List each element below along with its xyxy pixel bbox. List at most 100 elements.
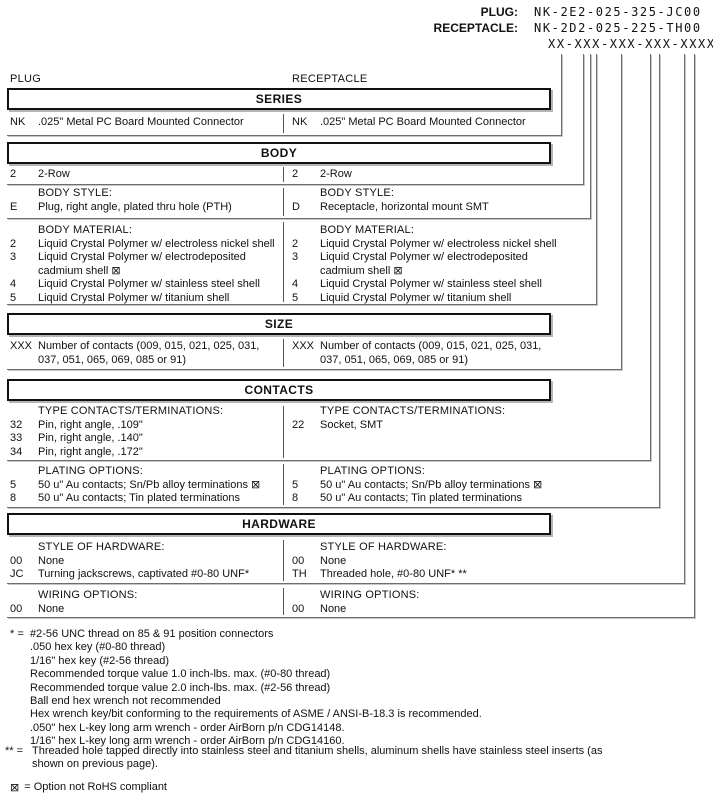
column-divider [283,339,284,367]
part-number-mask: XX-XXX-XXX-XXX-XXXX [548,37,713,51]
option-row: 22 Socket, SMT [292,419,574,433]
option-row: 5 50 u" Au contacts; Sn/Pb alloy termina… [292,479,574,493]
option-desc: Turning jackscrews, captivated #0-80 UNF… [38,568,250,580]
option-row: NK .025" Metal PC Board Mounted Connecto… [292,116,574,130]
connector-line-size [621,54,622,369]
footnote-line: Recommended torque value 1.0 inch-lbs. m… [30,668,331,681]
option-row: 00 None [10,555,284,569]
box-bottom-series [7,135,562,136]
option-code: XXX [10,340,33,352]
option-code: 3 [10,251,17,263]
option-desc: 50 u" Au contacts; Tin plated terminatio… [38,492,241,504]
plug-column-label: PLUG [10,73,42,85]
column-divider [283,167,284,182]
footnote-line: .050" hex L-key long arm wrench - order … [30,721,345,734]
option-desc: None [320,554,347,567]
option-desc-line2: 037, 051, 065, 069, 085 or 91) [38,353,187,366]
box-bottom-body-rows [7,184,584,185]
option-desc-line2: 037, 051, 065, 069, 085 or 91) [320,353,469,366]
option-code: 34 [10,445,23,458]
column-divider [283,464,284,505]
option-row: 5 Liquid Crystal Polymer w/ titanium she… [292,292,574,306]
option-row: 2 2-Row [292,168,574,182]
not-rohs-compliant-icon: ⊠ [10,781,20,794]
option-code: 32 [10,418,23,431]
box-bottom-size [7,369,622,370]
option-row: 3 Liquid Crystal Polymer w/ electrodepos… [10,251,284,278]
option-desc: 2-Row [38,168,70,180]
option-desc: Liquid Crystal Polymer w/ electroless ni… [38,237,275,250]
option-desc-line1: Liquid Crystal Polymer w/ electrodeposit… [320,251,528,263]
option-desc: Pin, right angle, .140" [38,432,143,444]
option-desc: .025" Metal PC Board Mounted Connector [320,116,526,128]
connector-line-contacts-type [650,54,651,460]
option-row: XXX Number of contacts (009, 015, 021, 0… [10,340,284,367]
option-desc: Liquid Crystal Polymer w/ stainless stee… [320,278,542,290]
receptacle-column: BODY MATERIAL: 2 Liquid Crystal Polymer … [285,224,574,305]
option-code: 3 [292,251,299,263]
plug-part-number-label: PLUG: [480,5,518,19]
subsection-header: WIRING OPTIONS: [38,589,138,601]
option-row: 00 None [292,555,574,569]
option-desc: Plug, right angle, plated thru hole (PTH… [38,200,232,213]
option-desc: Pin, right angle, .172" [38,445,143,458]
plug-column: WIRING OPTIONS: 00 None [7,589,284,616]
option-row: D Receptacle, horizontal mount SMT [292,201,574,215]
option-desc: 50 u" Au contacts; Tin plated terminatio… [320,492,523,504]
option-row: JC Turning jackscrews, captivated #0-80 … [10,568,284,582]
option-code: E [10,200,18,213]
subsection-header: BODY STYLE: [38,187,113,199]
box-bottom-hardware-style [7,583,685,584]
footnote-line: 1/16" hex key (#2-56 thread) [30,654,170,667]
plug-column: 2 2-Row [7,168,284,182]
option-row: 32 Pin, right angle, .109" [10,419,284,433]
subsection-header: TYPE CONTACTS/TERMINATIONS: [320,405,506,417]
subsection-header: TYPE CONTACTS/TERMINATIONS: [38,405,224,417]
receptacle-column: STYLE OF HARDWARE: 00 None TH Threaded h… [285,541,574,582]
box-bottom-contacts-type [7,460,651,461]
column-divider [283,222,284,302]
option-desc: Liquid Crystal Polymer w/ titanium shell [38,291,230,304]
option-desc: None [320,602,347,615]
column-divider [283,588,284,615]
plug-column: STYLE OF HARDWARE: 00 None JC Turning ja… [7,541,284,582]
option-row: NK .025" Metal PC Board Mounted Connecto… [10,116,284,130]
option-row: 8 50 u" Au contacts; Tin plated terminat… [10,492,284,506]
box-bottom-wiring [7,617,695,618]
option-code: NK [292,116,308,128]
option-desc: 2-Row [320,168,352,180]
option-code: 2 [292,237,299,250]
option-code: TH [292,568,307,580]
plug-column: NK .025" Metal PC Board Mounted Connecto… [7,116,284,130]
option-desc-line1: Liquid Crystal Polymer w/ electrodeposit… [38,251,246,263]
option-desc: 50 u" Au contacts; Sn/Pb alloy terminati… [320,478,543,491]
option-row: 2 Liquid Crystal Polymer w/ electroless … [10,238,284,252]
section-header-size: SIZE [7,313,551,335]
option-row: 00 None [292,603,574,617]
option-desc: Number of contacts (009, 015, 021, 025, … [38,340,284,367]
column-divider [283,540,284,581]
option-code: 2 [10,168,17,180]
column-divider [283,188,284,216]
footnote-line: ** = Threaded hole tapped directly into … [5,745,617,772]
option-code: 2 [292,168,299,180]
option-row: 5 50 u" Au contacts; Sn/Pb alloy termina… [10,479,284,493]
footnote-text: = Option not RoHS compliant [24,781,167,793]
option-code: 4 [292,278,299,290]
option-row: 34 Pin, right angle, .172" [10,446,284,460]
option-code: 5 [292,291,299,304]
footnote-text: Threaded hole tapped directly into stain… [32,745,603,771]
connector-line-series [561,54,562,135]
receptacle-column: TYPE CONTACTS/TERMINATIONS: 22 Socket, S… [285,405,574,432]
option-row: 5 Liquid Crystal Polymer w/ titanium she… [10,292,284,306]
column-divider [283,114,284,133]
plug-column: BODY MATERIAL: 2 Liquid Crystal Polymer … [7,224,284,305]
plug-column: XXX Number of contacts (009, 015, 021, 0… [7,340,284,367]
option-code: 5 [10,291,17,304]
option-row: 8 50 u" Au contacts; Tin plated terminat… [292,492,574,506]
option-desc: Liquid Crystal Polymer w/ electrodeposit… [320,251,574,278]
option-code: 00 [292,602,305,615]
receptacle-part-number-label: RECEPTACLE: [433,21,518,35]
subsection-header: PLATING OPTIONS: [320,465,426,477]
footnote-marker: * = [10,628,24,640]
